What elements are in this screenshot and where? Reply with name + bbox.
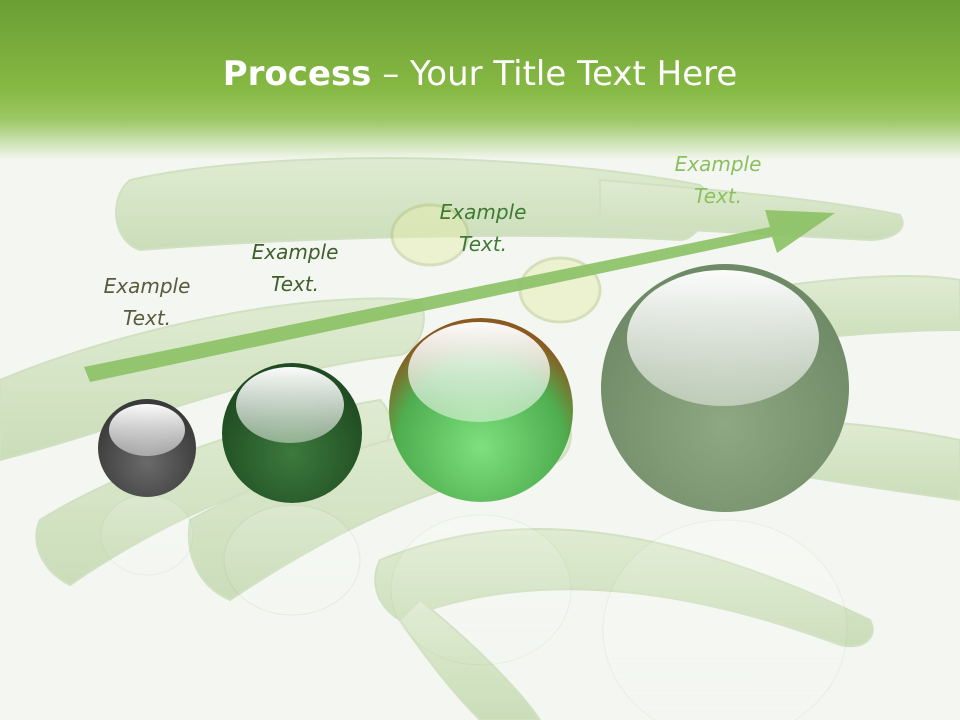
step-4-line2: Text. bbox=[693, 184, 743, 208]
step-2-line2: Text. bbox=[270, 272, 320, 296]
title-rest: – Your Title Text Here bbox=[371, 54, 738, 94]
step-3-label: Example Text. bbox=[408, 196, 558, 260]
sphere-2 bbox=[222, 363, 362, 503]
step-2-line1: Example bbox=[251, 240, 339, 264]
step-1-label: Example Text. bbox=[72, 270, 222, 334]
step-4-line1: Example bbox=[674, 152, 762, 176]
step-3-line1: Example bbox=[439, 200, 527, 224]
step-1-line1: Example bbox=[103, 274, 191, 298]
sphere-1 bbox=[98, 399, 196, 497]
sphere-4 bbox=[601, 264, 849, 512]
step-1-line2: Text. bbox=[122, 306, 172, 330]
title-bold: Process bbox=[222, 54, 372, 94]
step-2-label: Example Text. bbox=[220, 236, 370, 300]
slide-title: Process – Your Title Text Here bbox=[0, 52, 960, 96]
sphere-3 bbox=[389, 318, 573, 502]
step-3-line2: Text. bbox=[458, 232, 508, 256]
header-bar bbox=[0, 0, 960, 160]
step-4-label: Example Text. bbox=[643, 148, 793, 212]
